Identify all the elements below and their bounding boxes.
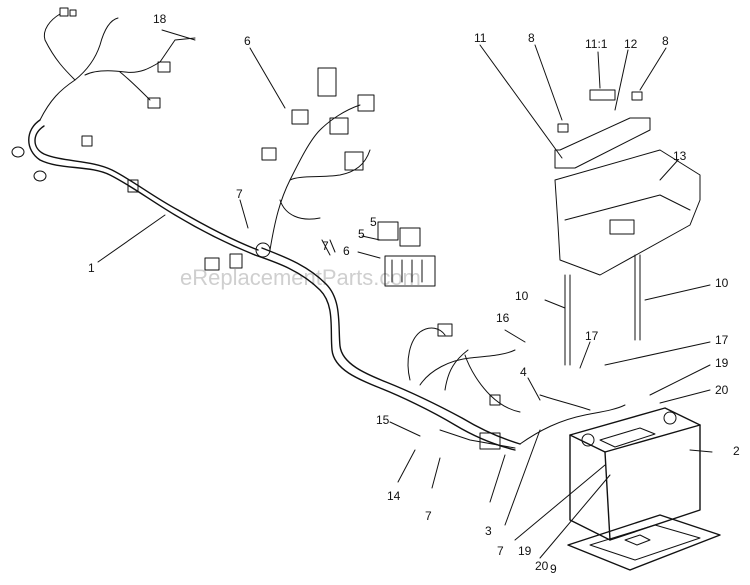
label-11: 11 (474, 31, 487, 45)
label-10-left: 10 (515, 289, 529, 303)
label-19-lower: 19 (518, 544, 532, 558)
label-11-1: 11:1 (585, 37, 608, 51)
label-17-right: 17 (715, 333, 729, 347)
battery-tray (567, 514, 721, 571)
label-6-mid: 6 (343, 244, 350, 258)
label-3: 3 (485, 524, 492, 538)
label-20-upper: 20 (715, 383, 729, 397)
label-17-left: 17 (585, 329, 599, 343)
label-8-left: 8 (528, 31, 535, 45)
label-13: 13 (673, 149, 687, 163)
label-6-top: 6 (244, 34, 251, 48)
label-16: 16 (496, 311, 510, 325)
battery (569, 407, 701, 541)
label-12: 12 (624, 37, 638, 51)
label-1: 1 (88, 261, 95, 275)
label-5-b: 5 (358, 227, 365, 241)
label-4: 4 (520, 365, 527, 379)
relay-block (377, 221, 436, 287)
watermark-text: eReplacementParts.com (180, 265, 421, 290)
label-5-a: 5 (370, 215, 377, 229)
label-15: 15 (376, 413, 390, 427)
label-10-right: 10 (715, 276, 729, 290)
wire-harness (11, 7, 626, 451)
leader-lines (97, 29, 713, 559)
battery-bracket (554, 89, 701, 366)
label-7-lower: 7 (497, 544, 504, 558)
part-labels: 18 6 7 1 5 5 6 7 11 8 11:1 12 8 13 10 10… (88, 12, 740, 576)
label-7-mid: 7 (322, 239, 329, 253)
label-14: 14 (387, 489, 401, 503)
label-20-lower: 20 (535, 559, 549, 573)
label-2: 2 (733, 444, 740, 458)
label-7-lower-left: 7 (425, 509, 432, 523)
label-18: 18 (153, 12, 167, 26)
label-9: 9 (550, 562, 557, 576)
label-7-upper: 7 (236, 187, 243, 201)
label-8-right: 8 (662, 34, 669, 48)
label-19-upper: 19 (715, 356, 729, 370)
